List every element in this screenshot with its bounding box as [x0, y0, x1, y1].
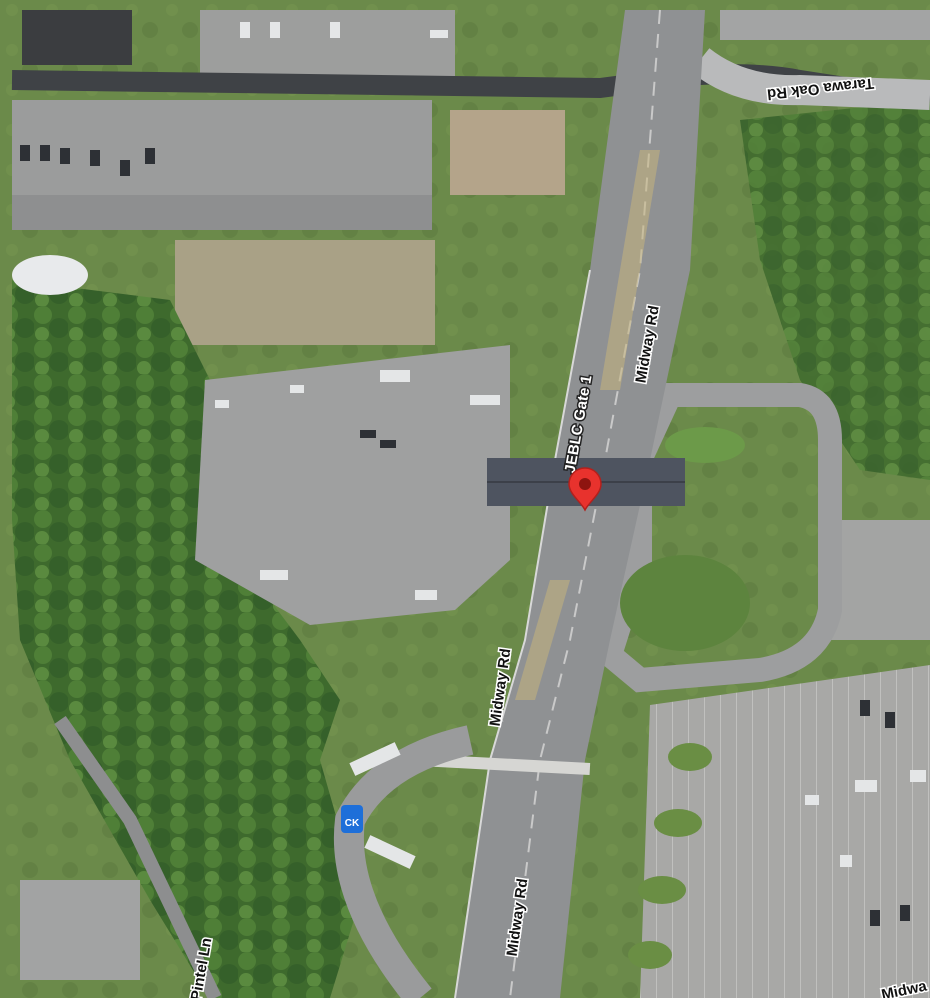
small-island [665, 427, 745, 463]
lot-island-1 [668, 743, 712, 771]
location-pin-icon[interactable] [568, 467, 602, 512]
lot-south-west [20, 880, 140, 980]
pintel-lane [54, 715, 222, 998]
median-hatch-lower [515, 580, 570, 700]
top-right-pavement [720, 10, 930, 40]
parking-lot-top [200, 10, 455, 80]
tree-belt-west [12, 280, 360, 998]
bus-stop-badge[interactable]: CK [341, 805, 363, 833]
dirt-area [175, 240, 435, 345]
lot-island-2 [654, 809, 702, 837]
parking-lot-west [195, 345, 510, 625]
forest-east [740, 100, 930, 480]
lot-island-4 [628, 941, 672, 969]
median-hatch-upper [600, 150, 660, 390]
midway-road-edge [454, 269, 591, 998]
parked-cars [20, 145, 910, 926]
water-tower [12, 255, 88, 295]
gate-loop-road [596, 383, 842, 693]
bus-stop-badge-label: CK [345, 818, 360, 829]
dirt-patch [450, 110, 565, 195]
parked-cars-light [215, 22, 926, 869]
parking-lot-east-upper [830, 520, 930, 640]
loop-island [620, 555, 750, 651]
tarawa-oak-road-east [690, 48, 930, 110]
parking-lot-east [640, 665, 930, 998]
building-top-left [22, 10, 132, 65]
lot-island-3 [638, 876, 686, 904]
lot-strip [12, 195, 432, 230]
